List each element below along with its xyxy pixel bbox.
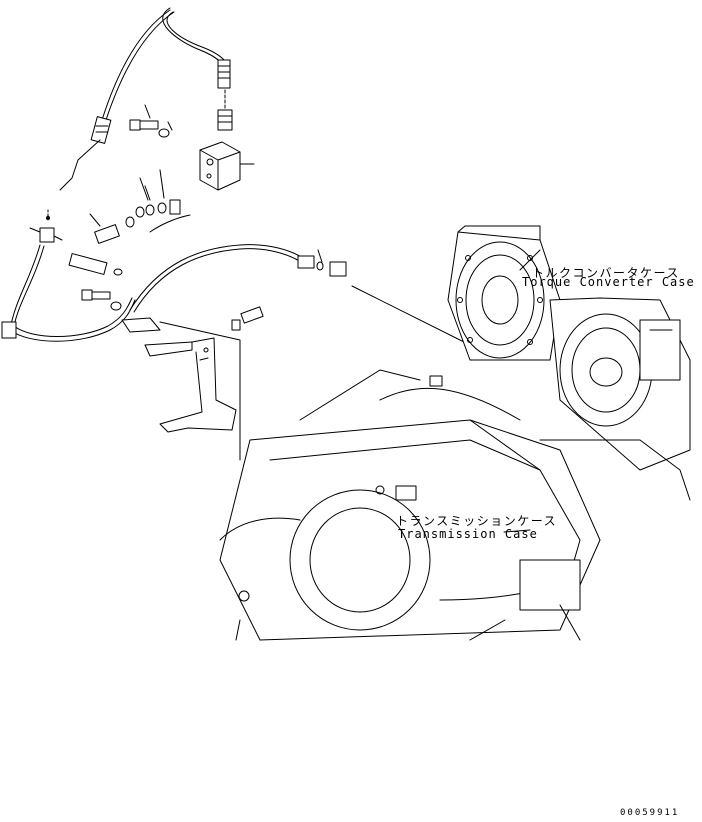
lower-left-hose <box>1 244 136 342</box>
fittings-cluster <box>89 169 191 244</box>
callout-lines <box>235 249 581 641</box>
torque-converter-case <box>447 225 691 471</box>
valve-block <box>199 141 255 191</box>
transmission-case <box>219 369 691 641</box>
transmission-label-jp: トランスミッションケース <box>396 514 558 528</box>
center-hose <box>129 244 347 313</box>
left-tee-fitting <box>29 209 123 276</box>
torque-converter-label-jp: トルクコンバータケース <box>532 266 680 280</box>
clamp-and-bolts <box>81 289 264 333</box>
break-line <box>59 139 101 191</box>
torque-converter-label-en: Torque Converter Case <box>522 275 695 289</box>
upper-hose <box>90 7 231 144</box>
leader-line <box>351 285 471 346</box>
leader-line <box>159 321 241 461</box>
bolt-upper <box>129 104 173 138</box>
elbow-fitting-upper <box>217 89 233 131</box>
bracket <box>144 337 237 433</box>
figure-reference-number: 00059911 <box>620 808 680 818</box>
transmission-label-en: Transmission Case <box>398 527 538 541</box>
